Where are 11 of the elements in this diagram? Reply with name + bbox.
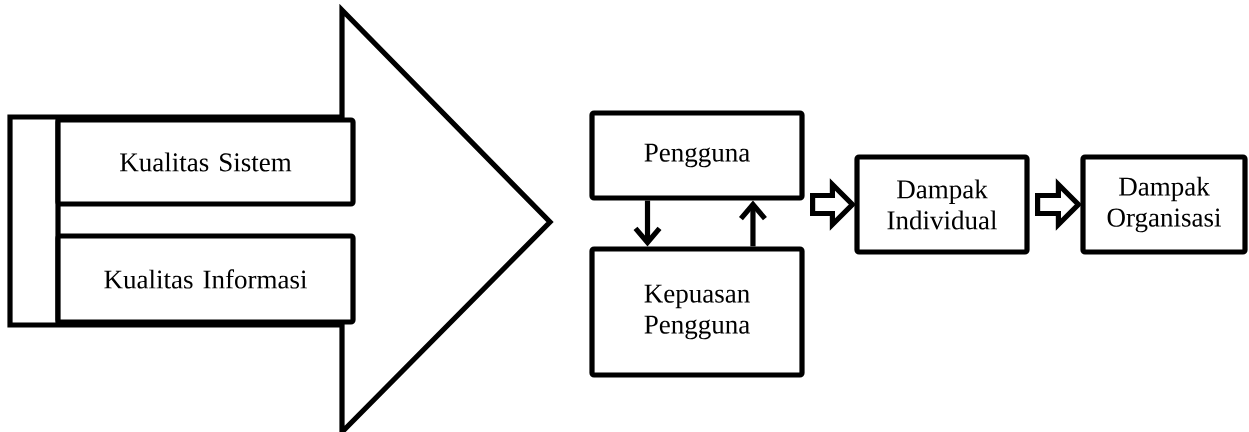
block-arrow bbox=[810, 178, 857, 231]
block-arrow bbox=[7, 3, 554, 432]
process-box: Dampak Organisasi bbox=[1080, 154, 1248, 255]
process-box: Kepuasan Pengguna bbox=[589, 246, 805, 378]
process-box: Dampak Individual bbox=[854, 154, 1030, 255]
arrow bbox=[633, 200, 662, 247]
process-box: Pengguna bbox=[589, 110, 805, 201]
process-box: Kualitas Informasi bbox=[55, 233, 356, 325]
block-arrow bbox=[1035, 178, 1083, 231]
arrow bbox=[739, 200, 767, 247]
process-box: Kualitas Sistem bbox=[55, 117, 356, 207]
